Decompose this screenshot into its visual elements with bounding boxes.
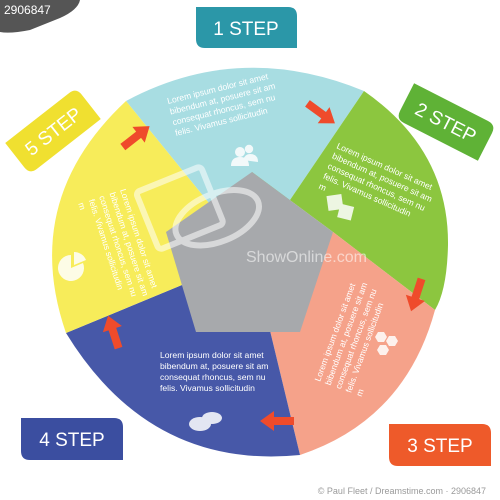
arrow-4-to-5: [102, 315, 123, 350]
circle-segments: [52, 67, 449, 457]
watermark-brand-text: ShowOnline.com: [246, 249, 367, 266]
step-3-label: 3 STEP: [407, 436, 472, 457]
step-4-line: felis. Vivamus sollicitudin: [160, 383, 255, 393]
step-5-line: m: [76, 201, 88, 211]
watermark-credit: © Paul Fleet / Dreamstime.com · 2906847: [318, 486, 486, 496]
arrow-1-to-2: [305, 100, 335, 124]
arrow-3-to-4: [260, 411, 294, 431]
hexagons-icon: [375, 332, 398, 355]
step-tag-4: 4 STEP: [21, 418, 123, 460]
step-4-line: bibendum at, posuere sit am: [160, 361, 268, 371]
watermark-brand: ShowOnline.com: [133, 164, 367, 266]
step-4-text: Lorem ipsum dolor sit amet bibendum at, …: [160, 350, 271, 393]
watermark-top-left: 2906847: [0, 0, 80, 33]
step-tag-1: 1 STEP: [196, 7, 297, 48]
step-2-line: m: [317, 181, 328, 193]
step-tag-3: 3 STEP: [389, 424, 491, 466]
pie-chart-icon: [58, 252, 86, 281]
watermark-camera-icon: [133, 164, 262, 252]
flow-arrows: [102, 100, 426, 431]
chat-bubbles-icon: [189, 412, 222, 431]
step-4-line: Lorem ipsum dolor sit amet: [160, 350, 264, 360]
step-4-label: 4 STEP: [39, 430, 104, 451]
squares-icon: [326, 193, 355, 221]
people-icon: [231, 144, 258, 166]
step-3-line: m: [354, 388, 366, 398]
segment-step-2: [252, 91, 449, 310]
arrow-2-to-3: [405, 277, 426, 312]
center-pentagon: [166, 172, 333, 332]
step-4-line: consequat rhoncus, sem nu: [160, 372, 266, 382]
step-1-label: 1 STEP: [213, 19, 278, 40]
watermark-top-left-text: 2906847: [4, 3, 51, 17]
arrow-5-to-1: [120, 126, 150, 151]
